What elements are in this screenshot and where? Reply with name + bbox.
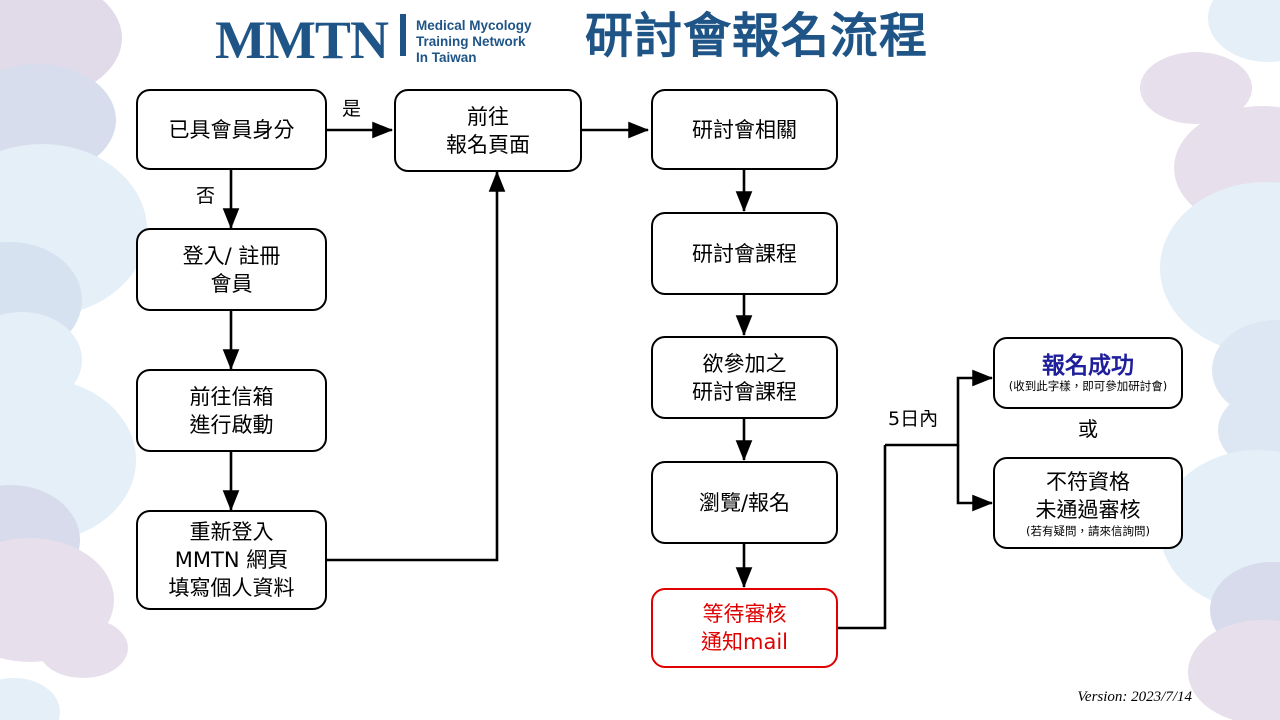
mmtn-logo: MMTN Medical Mycology Training Network I… — [215, 8, 531, 72]
edge-label-no: 否 — [196, 185, 216, 207]
node-line: 欲參加之 — [702, 351, 787, 376]
logo-tagline-line-3: In Taiwan — [415, 50, 477, 65]
node-line: 未通過審核 — [1035, 498, 1141, 522]
logo-tagline: Medical Mycology Training Network In Tai… — [416, 14, 532, 66]
node-line: 已具會員身分 — [168, 117, 295, 142]
node-line: 研討會相關 — [692, 117, 797, 142]
node-note: (收到此字樣，即可參加研討會) — [1008, 379, 1168, 393]
node-line: 填寫個人資料 — [168, 576, 295, 600]
node-line: 會員 — [210, 271, 253, 296]
node-member-status[interactable]: 已具會員身分 — [136, 89, 327, 170]
node-line: 研討會課程 — [692, 379, 797, 404]
node-line: 報名頁面 — [446, 132, 530, 157]
node-line: 前往 — [467, 104, 509, 129]
node-line: 登入/ 註冊 — [182, 243, 281, 268]
node-go-signup-page[interactable]: 前往 報名頁面 — [394, 89, 582, 172]
node-line: MMTN 網頁 — [174, 548, 289, 572]
node-signup-success[interactable]: 報名成功 (收到此字樣，即可參加研討會) — [993, 337, 1183, 409]
node-line: 重新登入 — [189, 520, 274, 544]
edge-label-or: 或 — [1078, 417, 1098, 441]
node-note: (若有疑問，請來信詢問) — [1026, 524, 1150, 538]
node-line: 瀏覽/報名 — [698, 490, 791, 515]
node-relogin-profile[interactable]: 重新登入 MMTN 網頁 填寫個人資料 — [136, 510, 327, 610]
node-go-mailbox[interactable]: 前往信箱 進行啟動 — [136, 369, 327, 452]
node-line: 報名成功 — [1042, 353, 1134, 379]
node-desired-courses[interactable]: 欲參加之 研討會課程 — [651, 336, 838, 419]
node-line: 進行啟動 — [189, 412, 274, 437]
page-title: 研討會報名流程 — [585, 8, 929, 64]
version-label: Version: 2023/7/14 — [1077, 689, 1192, 705]
logo-tagline-line-2: Training Network — [415, 34, 526, 49]
node-seminar-related[interactable]: 研討會相關 — [651, 89, 838, 170]
edge-label-yes: 是 — [342, 98, 362, 120]
node-line: 不符資格 — [1046, 470, 1130, 494]
node-await-review[interactable]: 等待審核 通知mail — [651, 588, 838, 668]
node-line: 前往信箱 — [189, 384, 274, 409]
logo-divider — [399, 14, 406, 56]
logo-wordmark: MMTN — [215, 10, 389, 70]
logo-tagline-line-1: Medical Mycology — [415, 18, 532, 33]
node-line: 通知mail — [701, 630, 788, 654]
node-login-register[interactable]: 登入/ 註冊 會員 — [136, 228, 327, 311]
node-line: 等待審核 — [702, 602, 787, 626]
node-seminar-courses[interactable]: 研討會課程 — [651, 212, 838, 295]
node-not-qualified[interactable]: 不符資格 未通過審核 (若有疑問，請來信詢問) — [993, 457, 1183, 549]
node-browse-signup[interactable]: 瀏覽/報名 — [651, 461, 838, 544]
edge-label-within-5-days: 5日內 — [888, 408, 939, 430]
node-line: 研討會課程 — [692, 241, 797, 266]
